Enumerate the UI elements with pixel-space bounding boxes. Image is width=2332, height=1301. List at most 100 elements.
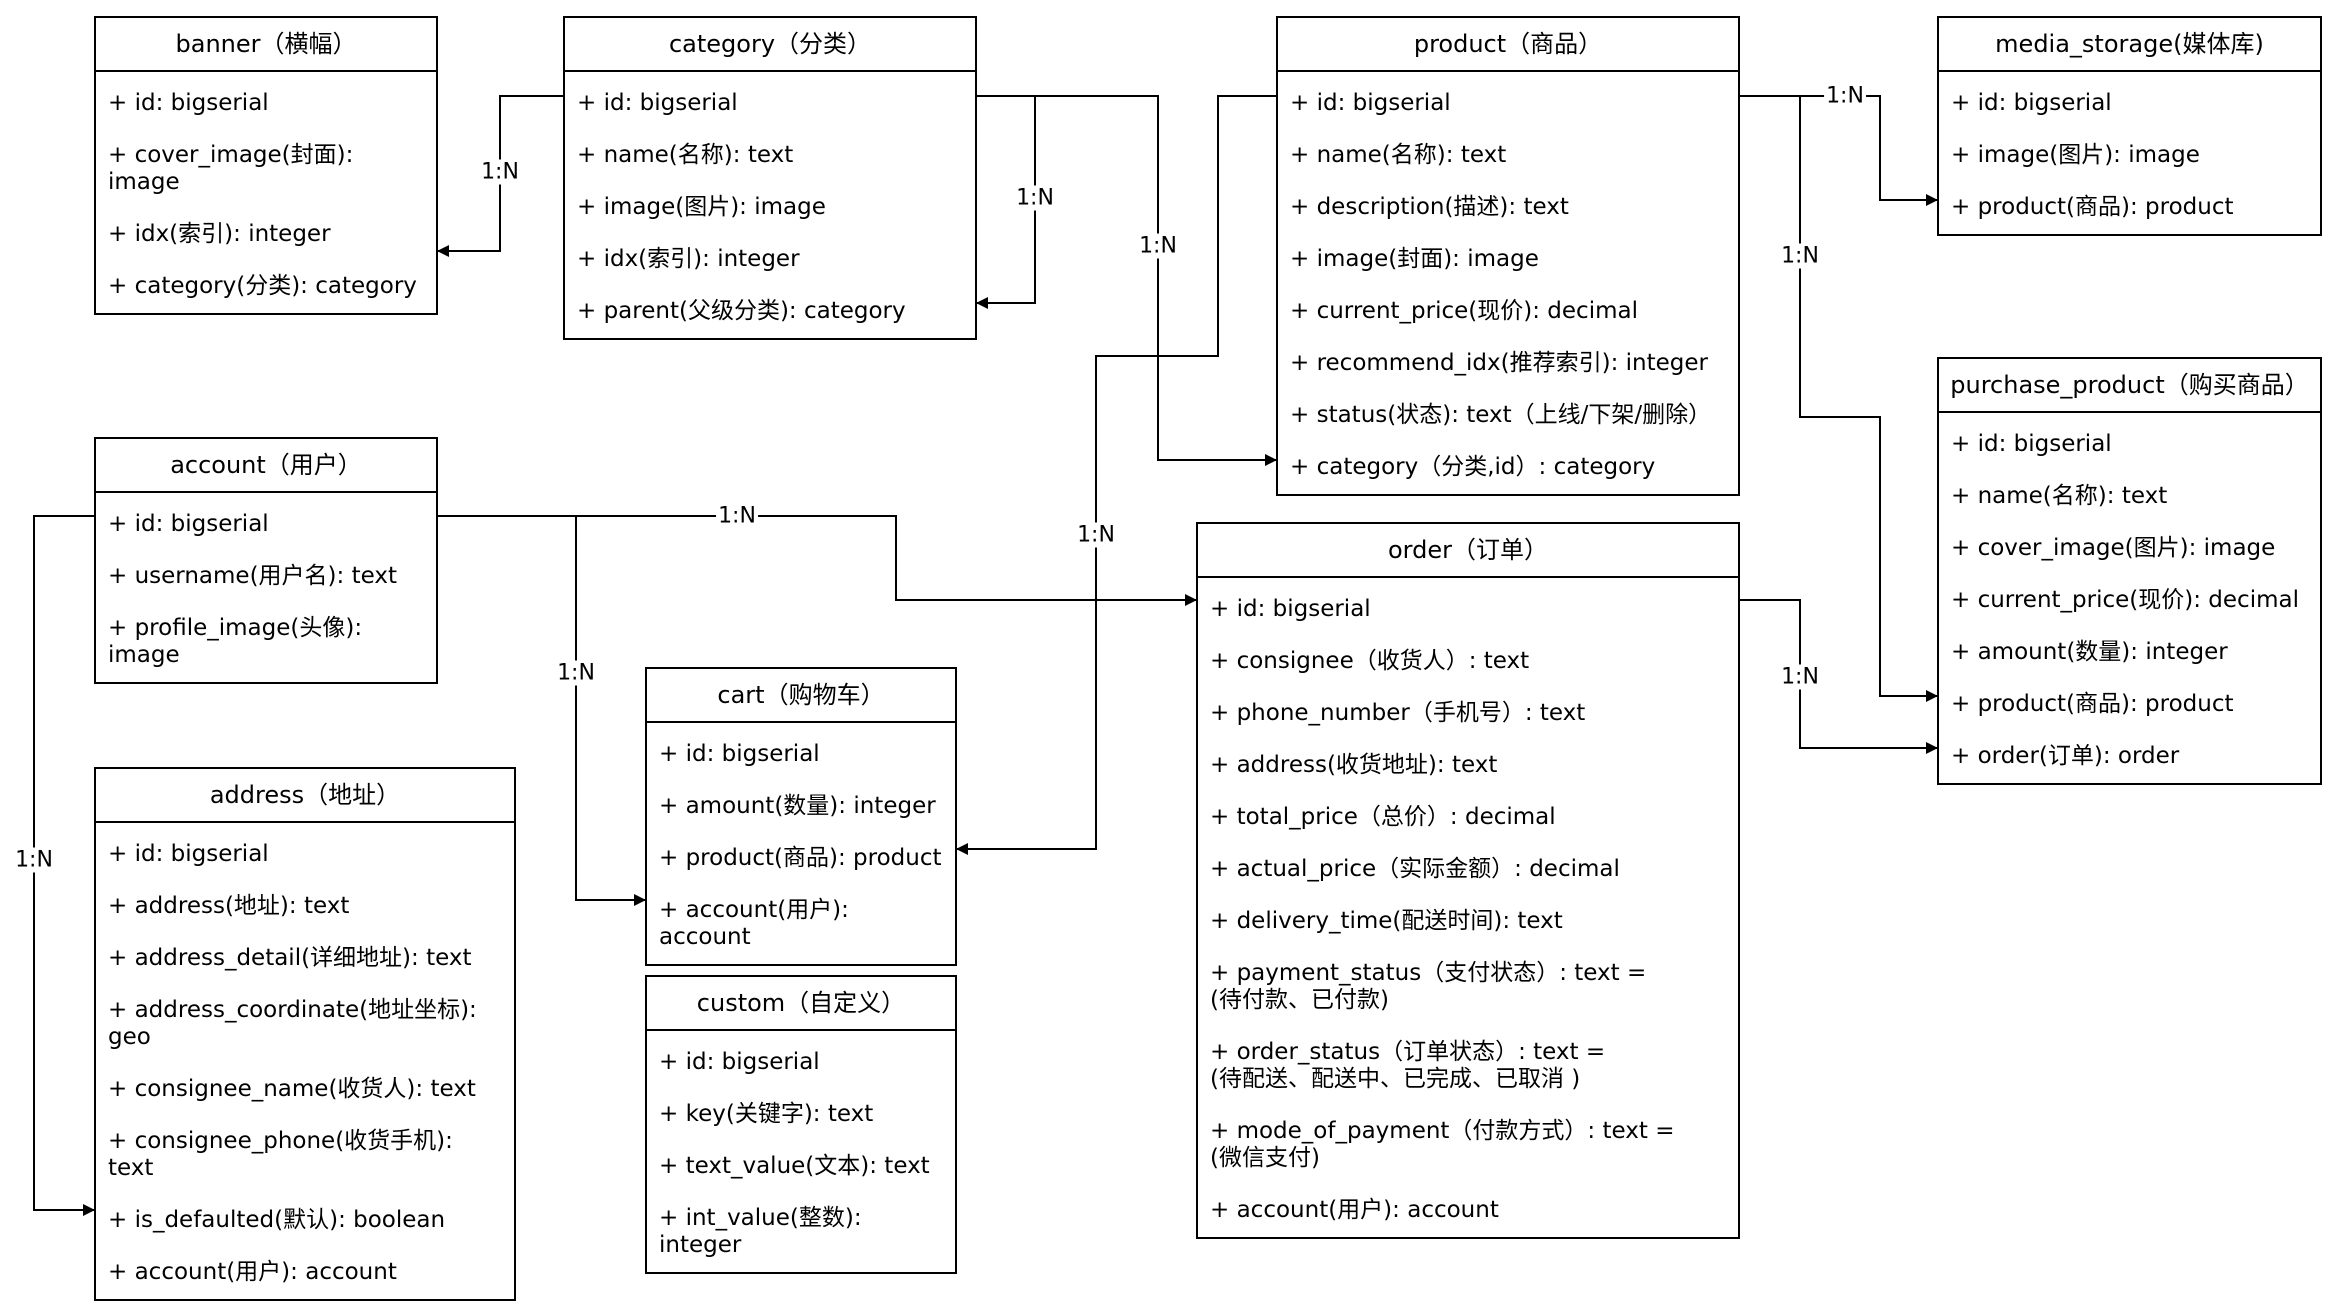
entity-field[interactable]: + id: bigserial bbox=[659, 1049, 820, 1075]
entity-account[interactable]: account（用户） + id: bigserial + username(用户名… bbox=[94, 437, 438, 684]
entity-field[interactable]: + id: bigserial bbox=[659, 741, 820, 767]
entity-field[interactable]: + account(用户): account bbox=[1210, 1197, 1499, 1223]
entity-field[interactable]: + address_detail(详细地址): text bbox=[108, 945, 472, 971]
entity-fields: + id: bigserial + name(名称): text + descrip… bbox=[1278, 72, 1738, 494]
entity-field[interactable]: + is_defaulted(默认): boolean bbox=[108, 1207, 446, 1233]
entity-field[interactable]: + payment_status（支付状态）: text = (待付款、已付款) bbox=[1210, 960, 1647, 1013]
entity-field[interactable]: + parent(父级分类): category bbox=[577, 298, 906, 324]
entity-field[interactable]: + consignee_name(收货人): text bbox=[108, 1076, 476, 1102]
entity-field[interactable]: + amount(数量): integer bbox=[659, 793, 936, 819]
entity-field[interactable]: + current_price(现价): decimal bbox=[1951, 587, 2299, 613]
relation-label-category-banner: 1:N bbox=[479, 159, 521, 185]
entity-field[interactable]: + account(用户): account bbox=[659, 897, 849, 950]
entity-field[interactable]: + consignee_phone(收货手机): text bbox=[108, 1128, 453, 1181]
entity-field[interactable]: + id: bigserial bbox=[1951, 90, 2112, 116]
entity-fields: + id: bigserial + cover_image(封面): image +… bbox=[96, 72, 436, 313]
entity-field[interactable]: + product(商品): product bbox=[1951, 691, 2234, 717]
entity-title: banner（横幅） bbox=[96, 18, 436, 72]
entity-fields: + id: bigserial + username(用户名): text + pr… bbox=[96, 493, 436, 682]
entity-title: product（商品） bbox=[1278, 18, 1738, 72]
entity-product[interactable]: product（商品） + id: bigserial + name(名称): te… bbox=[1276, 16, 1740, 496]
entity-field[interactable]: + order(订单): order bbox=[1951, 743, 2180, 769]
entity-fields: + id: bigserial + key(关键字): text + text_va… bbox=[647, 1031, 955, 1272]
entity-fields: + id: bigserial + amount(数量): integer + pr… bbox=[647, 723, 955, 964]
relation-label-account-order: 1:N bbox=[716, 503, 758, 529]
entity-field[interactable]: + text_value(文本): text bbox=[659, 1153, 930, 1179]
entity-fields: + id: bigserial + image(图片): image + produ… bbox=[1939, 72, 2320, 234]
relation-line-product-media bbox=[1740, 95, 1938, 206]
relation-line-order-purchase bbox=[1740, 599, 1938, 754]
entity-field[interactable]: + username(用户名): text bbox=[108, 563, 397, 589]
entity-title: media_storage(媒体库) bbox=[1939, 18, 2320, 72]
entity-field[interactable]: + cover_image(封面): image bbox=[108, 142, 354, 195]
entity-field[interactable]: + image(图片): image bbox=[1951, 142, 2200, 168]
relation-label-category-product: 1:N bbox=[1137, 233, 1179, 259]
entity-field[interactable]: + name(名称): text bbox=[577, 142, 794, 168]
entity-media-storage[interactable]: media_storage(媒体库) + id: bigserial + image… bbox=[1937, 16, 2322, 236]
entity-field[interactable]: + id: bigserial bbox=[1951, 431, 2112, 457]
entity-field[interactable]: + address(地址): text bbox=[108, 893, 350, 919]
entity-field[interactable]: + id: bigserial bbox=[1210, 596, 1371, 622]
entity-field[interactable]: + address(收货地址): text bbox=[1210, 752, 1498, 778]
entity-field[interactable]: + address_coordinate(地址坐标): geo bbox=[108, 997, 477, 1050]
relation-line-category-product bbox=[977, 95, 1277, 466]
relation-label-account-cart: 1:N bbox=[555, 660, 597, 686]
relation-label-category-parent: 1:N bbox=[1014, 185, 1056, 211]
entity-field[interactable]: + current_price(现价): decimal bbox=[1290, 298, 1638, 324]
entity-field[interactable]: + actual_price（实际金额）: decimal bbox=[1210, 856, 1620, 882]
entity-field[interactable]: + status(状态): text（上线/下架/删除） bbox=[1290, 402, 1712, 428]
entity-title: purchase_product（购买商品） bbox=[1939, 359, 2320, 413]
entity-field[interactable]: + name(名称): text bbox=[1290, 142, 1507, 168]
entity-field[interactable]: + id: bigserial bbox=[577, 90, 738, 116]
entity-field[interactable]: + key(关键字): text bbox=[659, 1101, 874, 1127]
entity-field[interactable]: + phone_number（手机号）: text bbox=[1210, 700, 1586, 726]
entity-field[interactable]: + category(分类): category bbox=[108, 273, 417, 299]
entity-field[interactable]: + description(描述): text bbox=[1290, 194, 1569, 220]
entity-purchase-product[interactable]: purchase_product（购买商品） + id: bigserial + n… bbox=[1937, 357, 2322, 785]
entity-field[interactable]: + recommend_idx(推荐索引): integer bbox=[1290, 350, 1708, 376]
entity-title: category（分类） bbox=[565, 18, 975, 72]
entity-field[interactable]: + image(图片): image bbox=[577, 194, 826, 220]
entity-field[interactable]: + idx(索引): integer bbox=[108, 221, 331, 247]
entity-field[interactable]: + mode_of_payment（付款方式）: text = (微信支付) bbox=[1210, 1118, 1675, 1171]
entity-cart[interactable]: cart（购物车） + id: bigserial + amount(数量): in… bbox=[645, 667, 957, 966]
entity-fields: + id: bigserial + name(名称): text + image(图… bbox=[565, 72, 975, 338]
entity-field[interactable]: + idx(索引): integer bbox=[577, 246, 800, 272]
entity-custom[interactable]: custom（自定义） + id: bigserial + key(关键字): te… bbox=[645, 975, 957, 1274]
entity-banner[interactable]: banner（横幅） + id: bigserial + cover_image(封… bbox=[94, 16, 438, 315]
entity-field[interactable]: + product(商品): product bbox=[659, 845, 942, 871]
relation-label-order-purchase: 1:N bbox=[1779, 664, 1821, 690]
entity-title: cart（购物车） bbox=[647, 669, 955, 723]
entity-title: address（地址） bbox=[96, 769, 514, 823]
entity-title: account（用户） bbox=[96, 439, 436, 493]
entity-category[interactable]: category（分类） + id: bigserial + name(名称): t… bbox=[563, 16, 977, 340]
entity-field[interactable]: + amount(数量): integer bbox=[1951, 639, 2228, 665]
entity-field[interactable]: + product(商品): product bbox=[1951, 194, 2234, 220]
entity-address[interactable]: address（地址） + id: bigserial + address(地址):… bbox=[94, 767, 516, 1301]
entity-field[interactable]: + id: bigserial bbox=[108, 511, 269, 537]
relation-line-product-purchase bbox=[1740, 95, 1938, 702]
entity-order[interactable]: order（订单） + id: bigserial + consignee（收货人）… bbox=[1196, 522, 1740, 1239]
entity-field[interactable]: + delivery_time(配送时间): text bbox=[1210, 908, 1563, 934]
entity-title: custom（自定义） bbox=[647, 977, 955, 1031]
relation-label-product-media: 1:N bbox=[1824, 83, 1866, 109]
entity-field[interactable]: + cover_image(图片): image bbox=[1951, 535, 2276, 561]
entity-field[interactable]: + id: bigserial bbox=[108, 90, 269, 116]
relation-label-account-address: 1:N bbox=[13, 847, 55, 873]
entity-fields: + id: bigserial + address(地址): text + addr… bbox=[96, 823, 514, 1299]
entity-field[interactable]: + name(名称): text bbox=[1951, 483, 2168, 509]
entity-field[interactable]: + category（分类,id）: category bbox=[1290, 454, 1656, 480]
entity-title: order（订单） bbox=[1198, 524, 1738, 578]
er-diagram-canvas: banner（横幅） + id: bigserial + cover_image(封… bbox=[13, 16, 2322, 1301]
entity-field[interactable]: + int_value(整数): integer bbox=[659, 1205, 862, 1258]
entity-fields: + id: bigserial + name(名称): text + cover_i… bbox=[1939, 413, 2320, 783]
entity-field[interactable]: + image(封面): image bbox=[1290, 246, 1539, 272]
entity-field[interactable]: + profile_image(头像): image bbox=[108, 615, 363, 668]
entity-field[interactable]: + total_price（总价）: decimal bbox=[1210, 804, 1556, 830]
entity-field[interactable]: + order_status（订单状态）: text = (待配送、配送中、已完… bbox=[1210, 1039, 1606, 1092]
relation-label-product-purchase: 1:N bbox=[1779, 243, 1821, 269]
entity-field[interactable]: + id: bigserial bbox=[108, 841, 269, 867]
entity-field[interactable]: + consignee（收货人）: text bbox=[1210, 648, 1530, 674]
relation-label-product-cart: 1:N bbox=[1075, 522, 1117, 548]
entity-field[interactable]: + id: bigserial bbox=[1290, 90, 1451, 116]
